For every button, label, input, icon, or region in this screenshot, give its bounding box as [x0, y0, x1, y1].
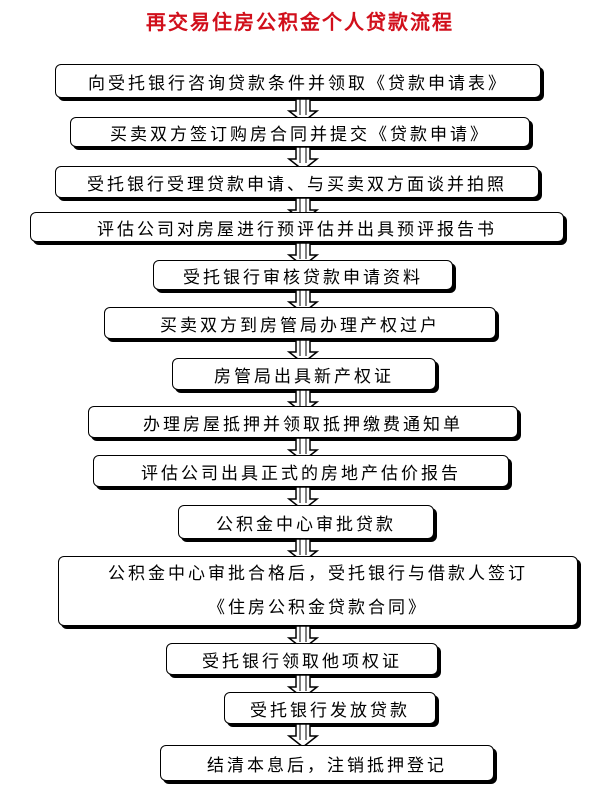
step-4-label: 评估公司对房屋进行预评估并出具预评报告书 [97, 219, 497, 240]
step-11-box: 公积金中心审批合格后，受托银行与借款人签订 《住房公积金贷款合同》 [58, 556, 578, 626]
step-5-box: 受托银行审核贷款申请资料 [153, 260, 453, 290]
step-7-label: 房管局出具新产权证 [214, 366, 394, 387]
flow-arrow-6 [283, 340, 323, 364]
step-5-label: 受托银行审核贷款申请资料 [183, 267, 423, 288]
step-10-box: 公积金中心审批贷款 [178, 505, 434, 539]
step-6-box: 买卖双方到房管局办理产权过户 [104, 307, 496, 339]
step-13-box: 受托银行发放贷款 [224, 692, 436, 724]
flow-arrow-1 [283, 99, 323, 123]
step-14-box: 结清本息后，注销抵押登记 [160, 745, 494, 781]
step-9-label: 评估公司出具正式的房地产估价报告 [141, 463, 461, 484]
step-10-label: 公积金中心审批贷款 [216, 514, 396, 535]
step-12-label: 受托银行领取他项权证 [202, 651, 402, 672]
step-13-label: 受托银行发放贷款 [250, 700, 410, 721]
step-14-label: 结清本息后，注销抵押登记 [207, 755, 447, 776]
step-4-box: 评估公司对房屋进行预评估并出具预评报告书 [30, 212, 564, 242]
step-8-label: 办理房屋抵押并领取抵押缴费通知单 [143, 414, 463, 435]
step-3-box: 受托银行受理贷款申请、与买卖双方面谈并拍照 [55, 166, 539, 198]
flow-arrow-2 [283, 147, 323, 171]
step-9-box: 评估公司出具正式的房地产估价报告 [93, 455, 509, 487]
step-3-label: 受托银行受理贷款申请、与买卖双方面谈并拍照 [87, 174, 507, 195]
step-12-box: 受托银行领取他项权证 [166, 643, 438, 675]
flow-arrow-13 [283, 724, 323, 748]
step-1-box: 向受托银行咨询贷款条件并领取《贷款申请表》 [55, 64, 541, 98]
flowchart-title: 再交易住房公积金个人贷款流程 [146, 10, 454, 34]
step-1-label: 向受托银行咨询贷款条件并领取《贷款申请表》 [88, 73, 508, 94]
step-7-box: 房管局出具新产权证 [172, 358, 436, 390]
step-2-label: 买卖双方签订购房合同并提交《贷款申请》 [110, 124, 490, 145]
flow-arrow-9 [283, 487, 323, 511]
step-8-box: 办理房屋抵押并领取抵押缴费通知单 [88, 406, 518, 438]
step-6-label: 买卖双方到房管局办理产权过户 [160, 315, 440, 336]
step-2-box: 买卖双方签订购房合同并提交《贷款申请》 [70, 117, 530, 147]
step-11-label-line2: 《住房公积金贷款合同》 [208, 598, 428, 618]
step-11-label-line1: 公积金中心审批合格后，受托银行与借款人签订 [108, 564, 528, 584]
